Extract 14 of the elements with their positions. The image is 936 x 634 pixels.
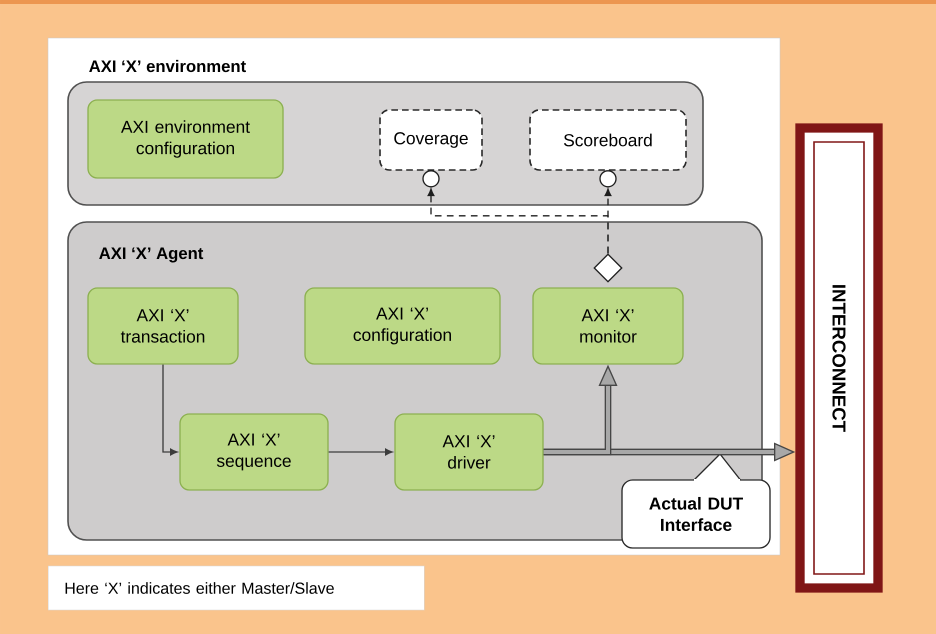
arrow — [328, 448, 393, 456]
dashed-component-box: Coverage — [379, 109, 483, 171]
callout-box: Actual DUT Interface — [621, 452, 771, 549]
component-box: AXI ‘X’ transaction — [87, 287, 239, 365]
component-box: AXI ‘X’ configuration — [304, 287, 501, 365]
component-box: AXI ‘X’ monitor — [532, 287, 684, 365]
component-box: AXI ‘X’ sequence — [179, 413, 329, 491]
dashed-component-box: Scoreboard — [529, 109, 687, 171]
arrow — [604, 188, 612, 254]
interconnect-block: INTERCONNECT — [795, 123, 883, 593]
arrow — [162, 364, 178, 456]
note-box: Here ‘X’ indicates either Master/Slave — [48, 566, 425, 610]
component-box: AXI ‘X’ driver — [394, 413, 544, 491]
component-box: AXI environment configuration — [87, 99, 284, 179]
